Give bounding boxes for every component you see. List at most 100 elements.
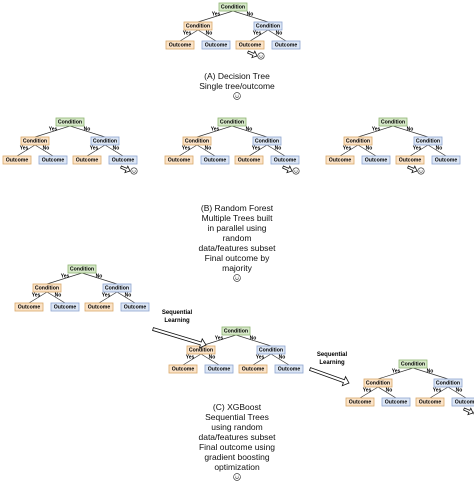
edge-label-no: No <box>427 368 434 374</box>
xg2-right-condition-label: Condition <box>259 348 283 354</box>
tree-edge <box>359 386 379 399</box>
xg2-outcome-2: Outcome <box>204 364 234 374</box>
xg3-right-condition-label: Condition <box>436 381 460 387</box>
edge-label-yes: Yes <box>49 126 58 132</box>
tree-edge <box>81 272 118 285</box>
smiley-icon <box>233 92 241 100</box>
tree-edge <box>182 353 202 366</box>
rf1-root-condition-label: Condition <box>58 120 82 126</box>
edge-label-yes: Yes <box>252 145 261 151</box>
caption-line: data/features subset <box>198 432 276 442</box>
xg2-outcome-1-box <box>168 364 198 374</box>
edge-label-no: No <box>205 145 212 151</box>
tree-edge <box>104 144 124 157</box>
rf3-outcome-2: Outcome <box>361 155 391 165</box>
rf2-left-condition: Condition <box>182 136 212 146</box>
edge-label-no: No <box>276 30 283 36</box>
rf2-outcome-1: Outcome <box>164 155 194 165</box>
rf2-left-condition-box <box>182 136 212 146</box>
xg1-outcome-4-box <box>120 302 150 312</box>
rf2-outcome-3-box <box>234 155 264 165</box>
xg2-right-condition: Condition <box>256 345 286 355</box>
xg2-outcome-3-label: Outcome <box>242 367 265 373</box>
edge-label-yes: Yes <box>90 145 99 151</box>
tree-edge <box>235 334 272 347</box>
edge-label-no: No <box>247 11 254 17</box>
xg1-root-condition: Condition <box>67 264 97 274</box>
xg1-left-condition: Condition <box>32 283 62 293</box>
caption-line: Sequential Trees <box>205 412 269 422</box>
xg3-outcome-3: Outcome <box>415 397 445 407</box>
rf1-root-condition: Condition <box>55 117 85 127</box>
xg2-root-condition-box <box>221 326 251 336</box>
smiley-icon <box>417 167 425 175</box>
rf3-outcome-4: Outcome <box>431 155 461 165</box>
rf1-right-condition-label: Condition <box>93 139 117 145</box>
xg1-outcome-1-box <box>14 302 44 312</box>
xg3-left-condition: Condition <box>363 378 393 388</box>
xg1-root-condition-box <box>67 264 97 274</box>
sequential-learning-label-2b: Learning <box>319 360 345 366</box>
tree-edge <box>69 125 106 138</box>
edge-label-no: No <box>386 387 393 393</box>
rf3-root-condition-box <box>378 117 408 127</box>
tree-edge <box>412 367 449 380</box>
xg2-right-condition-box <box>256 345 286 355</box>
dt-outcome-2-label: Outcome <box>205 43 228 49</box>
smiley-icon <box>233 274 241 282</box>
tree-edge <box>409 144 429 157</box>
rf2-root-condition: Condition <box>217 117 247 127</box>
rf2-right-condition-box <box>252 136 282 146</box>
edge-label-yes: Yes <box>212 11 221 17</box>
dt-root-condition: Condition <box>218 2 248 12</box>
xg1-right-condition-box <box>102 283 132 293</box>
smiley-icon <box>233 473 241 481</box>
arrow-shape <box>152 327 207 349</box>
xg3-outcome-3-box <box>415 397 445 407</box>
tree-edge <box>34 144 54 157</box>
rf2-root-condition-label: Condition <box>220 120 244 126</box>
caption-line: random <box>223 233 252 243</box>
tree-edge <box>16 144 36 157</box>
tree-edge <box>86 144 106 157</box>
edge-label-yes: Yes <box>182 145 191 151</box>
tree-edge <box>179 29 199 42</box>
xg3-root-condition-box <box>398 359 428 369</box>
tree-edge <box>232 10 269 23</box>
tree-edge <box>248 144 268 157</box>
xg1-outcome-2-box <box>50 302 80 312</box>
edge-label-yes: Yes <box>102 292 111 298</box>
xg1-outcome-1-label: Outcome <box>18 305 41 311</box>
edge-label-yes: Yes <box>215 335 224 341</box>
rf1-outcome-3: Outcome <box>72 155 102 165</box>
edge-label-yes: Yes <box>32 292 41 298</box>
arrow-shape <box>282 165 293 174</box>
caption-line: (B) Random Forest <box>201 203 274 213</box>
rf1-outcome-4: Outcome <box>108 155 138 165</box>
xg3-outcome-1-box <box>345 397 375 407</box>
rf3-outcome-4-label: Outcome <box>435 158 458 164</box>
xg1-outcome-1: Outcome <box>14 302 44 312</box>
dt-right-condition-label: Condition <box>256 24 280 30</box>
edge-label-no: No <box>206 30 213 36</box>
xg3-outcome-2: Outcome <box>381 397 411 407</box>
dt-left-condition: Condition <box>183 21 213 31</box>
rf3-left-condition-label: Condition <box>346 139 370 145</box>
rf3-outcome-3: Outcome <box>395 155 425 165</box>
rf2-right-condition-label: Condition <box>255 139 279 145</box>
xg2-root-condition: Condition <box>221 326 251 336</box>
sequential-learning-label-2: Sequential <box>317 352 348 358</box>
rf2-outcome-4-label: Outcome <box>274 158 297 164</box>
xg3-outcome-4: Outcome <box>451 397 474 407</box>
tree-edge <box>46 291 66 304</box>
edge-label-yes: Yes <box>183 30 192 36</box>
xg1-left-condition-label: Condition <box>35 286 59 292</box>
xg3-right-condition: Condition <box>433 378 463 388</box>
rf1-right-condition: Condition <box>90 136 120 146</box>
tree-edge <box>447 386 467 399</box>
edge-label-no: No <box>407 126 414 132</box>
edge-label-yes: Yes <box>20 145 29 151</box>
rf1-left-condition-label: Condition <box>23 139 47 145</box>
dt-root-condition-box <box>218 2 248 12</box>
